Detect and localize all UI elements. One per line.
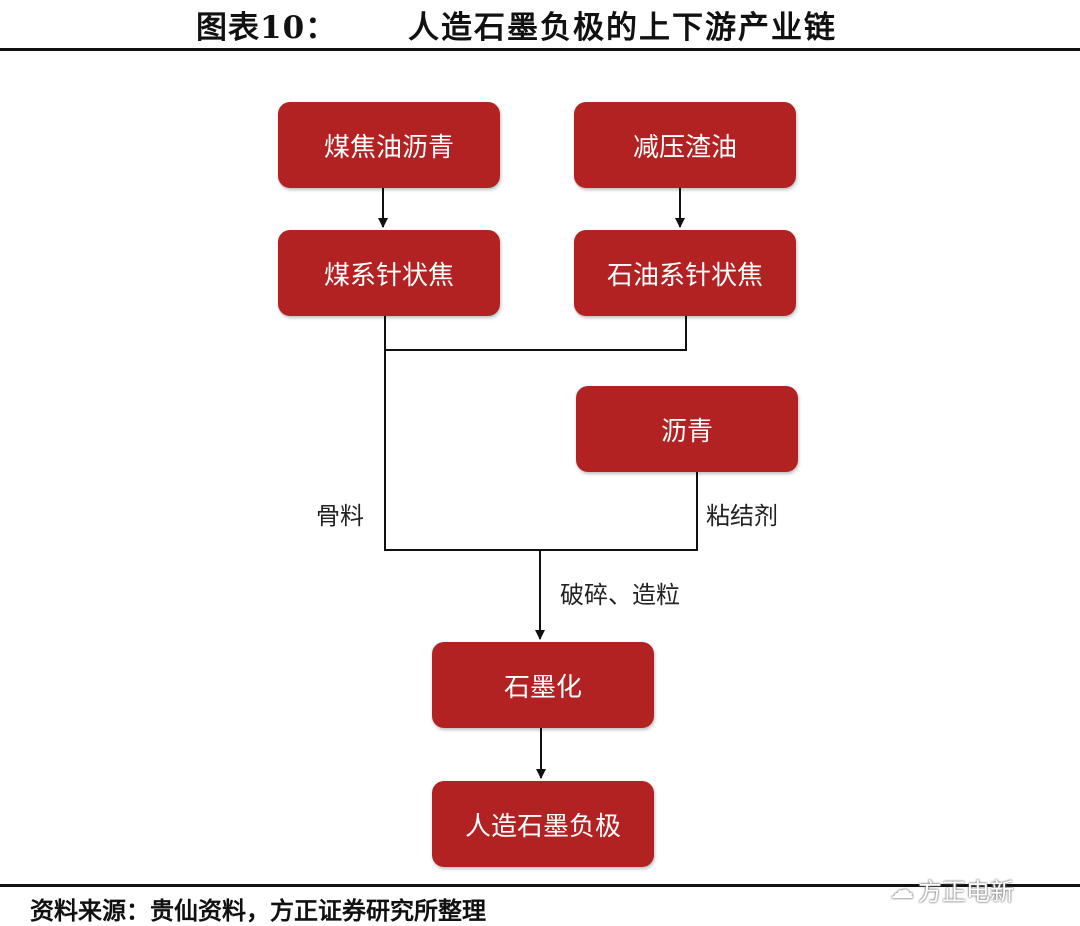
merge-line-coke bbox=[384, 316, 687, 351]
node-coal-tar-pitch: 煤焦油沥青 bbox=[278, 102, 500, 188]
node-petroleum-needle-coke: 石油系针状焦 bbox=[574, 230, 796, 316]
node-coal-needle-coke: 煤系针状焦 bbox=[278, 230, 500, 316]
flow-connectors bbox=[378, 188, 698, 779]
figure-title: 人造石墨负极的上下游产业链 bbox=[408, 10, 837, 46]
node-vacuum-residue: 减压渣油 bbox=[574, 102, 796, 188]
source-note: 资料来源：贵仙资料，方正证券研究所整理 bbox=[30, 896, 486, 925]
label-crush-granulate: 破碎、造粒 bbox=[560, 581, 680, 609]
label-aggregate: 骨料 bbox=[316, 502, 364, 530]
node-graphitization: 石墨化 bbox=[432, 642, 654, 728]
node-artificial-graphite-anode: 人造石墨负极 bbox=[432, 781, 654, 867]
watermark-text: 方正电新 bbox=[918, 878, 1014, 906]
node-pitch: 沥青 bbox=[576, 386, 798, 472]
label-binder: 粘结剂 bbox=[706, 502, 778, 530]
figure-number: 图表10： bbox=[196, 10, 338, 46]
wechat-icon: ☁ bbox=[890, 875, 914, 904]
title-bar: 图表10： 人造石墨负极的上下游产业链 bbox=[0, 0, 1080, 51]
watermark: ☁ 方正电新 bbox=[890, 872, 1014, 907]
